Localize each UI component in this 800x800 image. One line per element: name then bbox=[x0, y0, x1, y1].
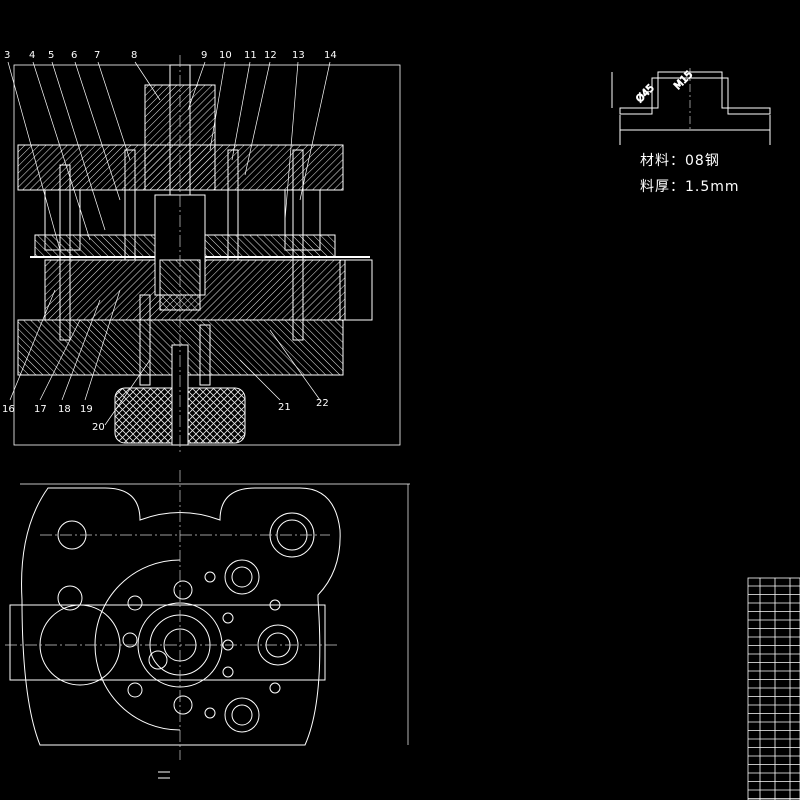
side-rail bbox=[339, 259, 373, 321]
callout-label: 11 bbox=[244, 50, 257, 61]
pin-lower-right bbox=[199, 324, 211, 386]
strip-band bbox=[9, 604, 326, 681]
front-section-view bbox=[13, 55, 401, 455]
screw-hole bbox=[148, 650, 168, 670]
left-screw-head bbox=[57, 585, 83, 611]
die-arc-lower bbox=[94, 644, 181, 731]
screw-hole bbox=[122, 632, 138, 648]
section-frame bbox=[13, 64, 401, 446]
callout-label: 21 bbox=[278, 402, 291, 413]
screw-hole bbox=[127, 682, 143, 698]
bolt-hole bbox=[222, 612, 234, 624]
upper-plate-outline bbox=[21, 487, 341, 746]
part-sketch: Ø45 M15 bbox=[611, 68, 771, 145]
bushing-top bbox=[224, 559, 260, 595]
callout-label: 13 bbox=[292, 50, 305, 61]
title-block bbox=[747, 577, 800, 800]
callout-label: 20 bbox=[92, 422, 105, 433]
callout-label: 4 bbox=[29, 50, 35, 61]
pin-lower-left bbox=[139, 294, 151, 386]
callout-label: 10 bbox=[219, 50, 232, 61]
callout-label: 19 bbox=[80, 404, 93, 415]
callout-label: 17 bbox=[34, 404, 47, 415]
callout-label: 6 bbox=[71, 50, 77, 61]
callout-label: 3 bbox=[4, 50, 10, 61]
pin-hole bbox=[173, 580, 193, 600]
bolt-hole bbox=[204, 571, 216, 583]
callout-leaders bbox=[7, 61, 331, 426]
screw-left bbox=[124, 149, 136, 261]
thickness-note: 料厚：1.5mm bbox=[640, 179, 740, 195]
part-profile bbox=[619, 71, 771, 115]
callout-label: 9 bbox=[201, 50, 207, 61]
screw-right bbox=[227, 149, 239, 261]
bushing-top-inner bbox=[231, 566, 253, 588]
bolt-hole bbox=[222, 666, 234, 678]
pin-hole bbox=[173, 695, 193, 715]
callout-label: 22 bbox=[316, 398, 329, 409]
bolt-hole bbox=[204, 707, 216, 719]
bushing-bottom-inner bbox=[231, 704, 253, 726]
material-note: 材料：08钢 bbox=[640, 153, 720, 169]
dim-label-b: M15 bbox=[672, 69, 695, 92]
screw-hole bbox=[127, 595, 143, 611]
callout-label: 12 bbox=[264, 50, 277, 61]
bottom-callouts: 16 17 18 19 20 21 22 bbox=[2, 398, 329, 433]
bolt-hole bbox=[269, 599, 281, 611]
bolt-hole bbox=[269, 682, 281, 694]
plan-view bbox=[5, 470, 410, 779]
callout-label: 16 bbox=[2, 404, 15, 415]
callout-label: 14 bbox=[324, 50, 337, 61]
guide-pin-left bbox=[59, 164, 71, 341]
top-callouts: 3 4 5 6 7 8 9 10 11 12 13 14 bbox=[4, 50, 337, 61]
bushing-bottom bbox=[224, 697, 260, 733]
dim-label-a: Ø45 bbox=[634, 82, 657, 105]
callout-label: 7 bbox=[94, 50, 100, 61]
callout-label: 8 bbox=[131, 50, 137, 61]
die-arc-upper bbox=[94, 559, 181, 646]
callout-label: 18 bbox=[58, 404, 71, 415]
guide-pin-right bbox=[292, 149, 304, 341]
callout-label: 5 bbox=[48, 50, 54, 61]
bushing-mid bbox=[257, 624, 299, 666]
